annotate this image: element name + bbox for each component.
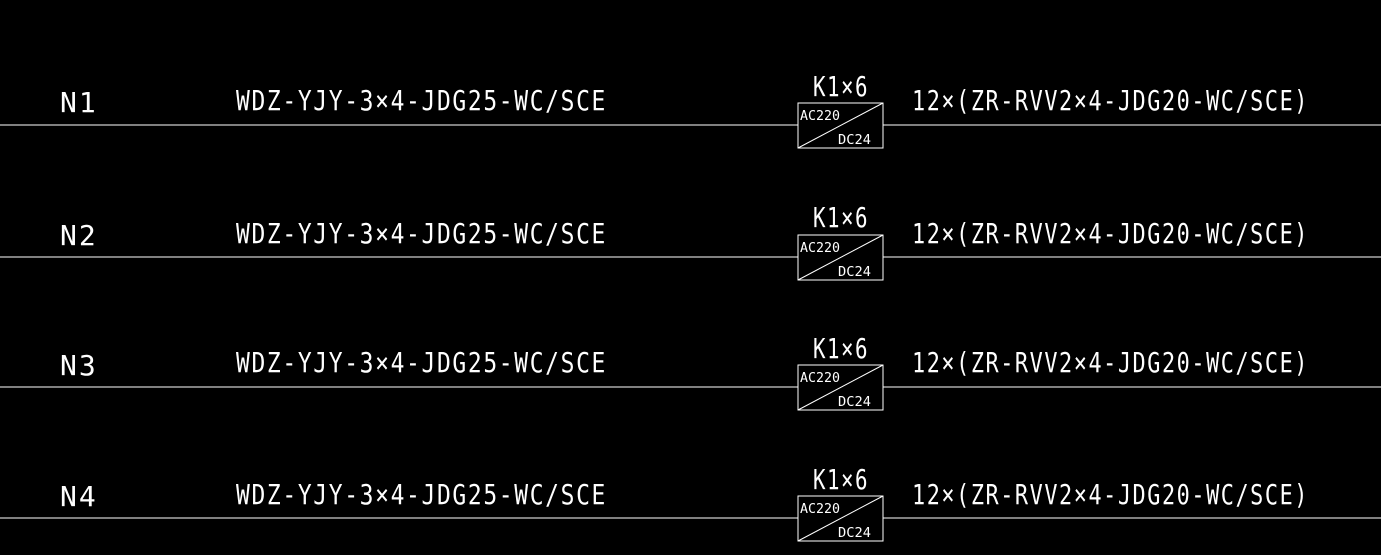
module-output-voltage: DC24 xyxy=(838,395,871,410)
incoming-cable-spec: WDZ-YJY-3×4-JDG25-WC/SCE xyxy=(236,84,607,117)
circuit-label: N2 xyxy=(60,219,98,252)
circuit-label: N1 xyxy=(60,86,98,119)
converter-module-symbol: AC220 DC24 xyxy=(797,234,884,281)
circuit-row-n1: N1 WDZ-YJY-3×4-JDG25-WC/SCE K1×6 AC220 D… xyxy=(0,70,1381,149)
circuit-row-n2: N2 WDZ-YJY-3×4-JDG25-WC/SCE K1×6 AC220 D… xyxy=(0,201,1381,281)
circuit-row-n4: N4 WDZ-YJY-3×4-JDG25-WC/SCE K1×6 AC220 D… xyxy=(0,463,1381,542)
incoming-cable-spec: WDZ-YJY-3×4-JDG25-WC/SCE xyxy=(236,346,607,379)
converter-module-symbol: AC220 DC24 xyxy=(797,364,884,411)
converter-box xyxy=(797,234,884,281)
module-output-voltage: DC24 xyxy=(838,526,871,541)
converter-module-symbol: AC220 DC24 xyxy=(797,495,884,542)
outgoing-cable-spec: 12×(ZR-RVV2×4-JDG20-WC/SCE) xyxy=(912,478,1309,511)
module-output-voltage: DC24 xyxy=(838,133,871,148)
converter-diagonal xyxy=(797,234,884,281)
module-input-voltage: AC220 xyxy=(800,502,840,517)
converter-diagonal xyxy=(797,364,884,411)
module-input-voltage: AC220 xyxy=(800,109,840,124)
outgoing-cable-spec: 12×(ZR-RVV2×4-JDG20-WC/SCE) xyxy=(912,84,1309,117)
module-label: K1×6 xyxy=(813,332,869,365)
circuit-label: N4 xyxy=(60,480,98,513)
incoming-cable-spec: WDZ-YJY-3×4-JDG25-WC/SCE xyxy=(236,478,607,511)
converter-box xyxy=(797,364,884,411)
module-input-voltage: AC220 xyxy=(800,241,840,256)
circuit-row-n3: N3 WDZ-YJY-3×4-JDG25-WC/SCE K1×6 AC220 D… xyxy=(0,332,1381,411)
outgoing-cable-spec: 12×(ZR-RVV2×4-JDG20-WC/SCE) xyxy=(912,346,1309,379)
outgoing-cable-spec: 12×(ZR-RVV2×4-JDG20-WC/SCE) xyxy=(912,217,1309,250)
module-label: K1×6 xyxy=(813,201,869,234)
module-output-voltage: DC24 xyxy=(838,265,871,280)
converter-box xyxy=(797,102,884,149)
converter-box xyxy=(797,495,884,542)
module-label: K1×6 xyxy=(813,70,869,103)
circuit-label: N3 xyxy=(60,349,98,382)
converter-diagonal xyxy=(797,495,884,542)
module-input-voltage: AC220 xyxy=(800,371,840,386)
converter-module-symbol: AC220 DC24 xyxy=(797,102,884,149)
module-label: K1×6 xyxy=(813,463,869,496)
incoming-cable-spec: WDZ-YJY-3×4-JDG25-WC/SCE xyxy=(236,217,607,250)
converter-diagonal xyxy=(797,102,884,149)
